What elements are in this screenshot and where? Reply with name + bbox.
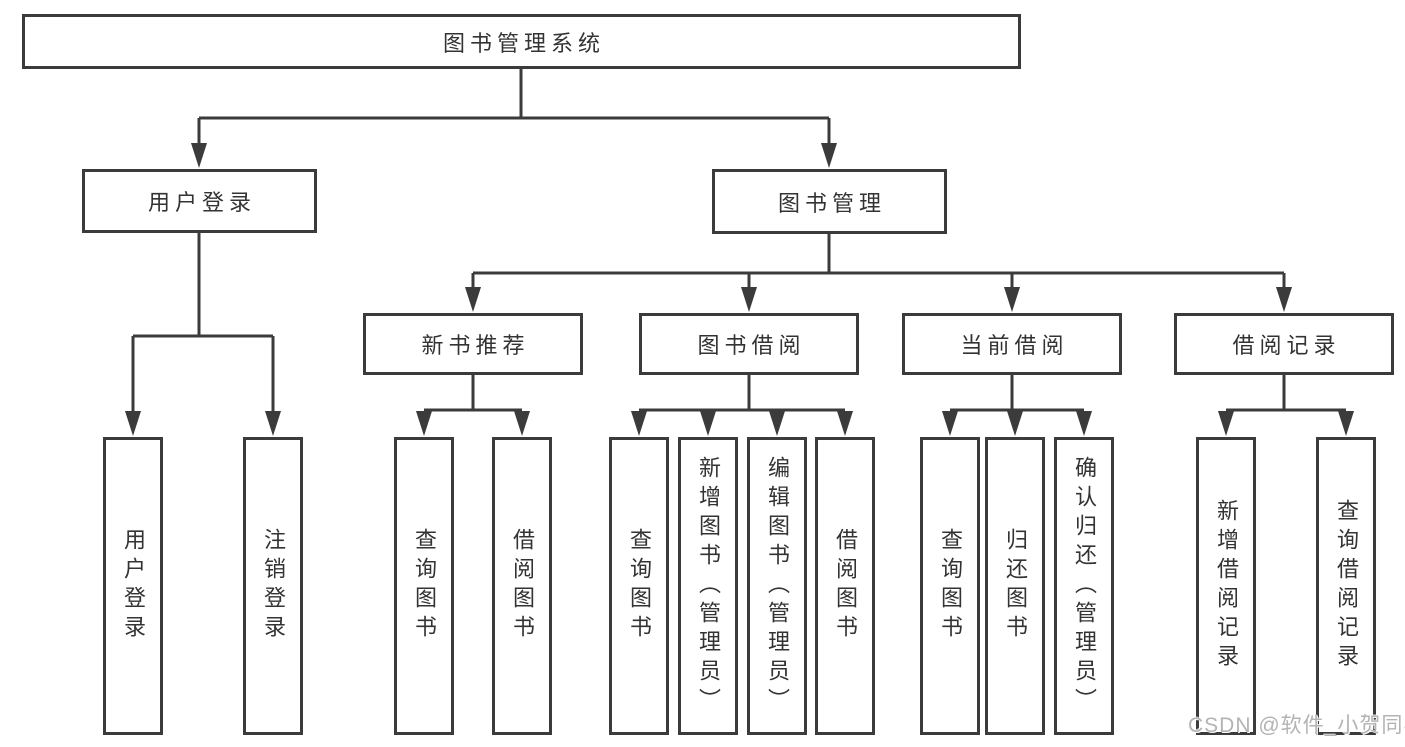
leaf-current-query-book: 查询图书 bbox=[920, 437, 980, 735]
leaf-borrowing-add-book-admin: 新增图书（管理员） bbox=[678, 437, 738, 735]
leaf-user-login: 用户登录 bbox=[103, 437, 163, 735]
node-label: 新书推荐 bbox=[421, 333, 530, 358]
leaf-records-add-record: 新增借阅记录 bbox=[1196, 437, 1256, 735]
node-label: 用户登录 bbox=[121, 528, 146, 644]
leaf-recommend-query-book: 查询图书 bbox=[394, 437, 454, 735]
node-label: 确认归还（管理员） bbox=[1072, 455, 1097, 717]
leaf-borrowing-borrow-book: 借阅图书 bbox=[815, 437, 875, 735]
leaf-current-return-book: 归还图书 bbox=[985, 437, 1045, 735]
leaf-records-query-record: 查询借阅记录 bbox=[1316, 437, 1376, 735]
node-label: 新增图书（管理员） bbox=[696, 455, 721, 717]
node-user-login: 用户登录 bbox=[82, 169, 317, 233]
node-borrowing-records: 借阅记录 bbox=[1174, 313, 1394, 375]
node-book-management: 图书管理 bbox=[712, 169, 947, 234]
node-label: 查询图书 bbox=[412, 528, 437, 644]
node-label: 查询图书 bbox=[627, 528, 652, 644]
node-label: 借阅记录 bbox=[1232, 333, 1341, 358]
node-label: 图书管理系统 bbox=[442, 30, 605, 56]
node-label: 当前借阅 bbox=[960, 333, 1069, 358]
node-new-book-recommendation: 新书推荐 bbox=[363, 313, 583, 375]
node-book-borrowing: 图书借阅 bbox=[639, 313, 859, 375]
arrowheads bbox=[125, 143, 1354, 436]
node-label: 用户登录 bbox=[147, 190, 256, 215]
leaf-recommend-borrow-book: 借阅图书 bbox=[492, 437, 552, 735]
node-label: 借阅图书 bbox=[833, 528, 858, 644]
node-label: 查询借阅记录 bbox=[1334, 499, 1359, 673]
csdn-watermark: CSDN @软件_小贺同学 bbox=[1188, 714, 1405, 737]
node-label: 新增借阅记录 bbox=[1214, 499, 1239, 673]
node-label: 归还图书 bbox=[1003, 528, 1028, 644]
leaf-borrowing-query-book: 查询图书 bbox=[609, 437, 669, 735]
leaf-current-confirm-return-admin: 确认归还（管理员） bbox=[1054, 437, 1114, 735]
node-label: 注销登录 bbox=[261, 528, 286, 644]
leaf-logout-login: 注销登录 bbox=[243, 437, 303, 735]
node-library-management-system: 图书管理系统 bbox=[22, 14, 1021, 69]
node-label: 查询图书 bbox=[938, 528, 963, 644]
node-label: 图书借阅 bbox=[697, 333, 806, 358]
node-label: 图书管理 bbox=[777, 190, 886, 216]
node-current-borrowing: 当前借阅 bbox=[902, 313, 1122, 375]
node-label: 借阅图书 bbox=[510, 528, 535, 644]
leaf-borrowing-edit-book-admin: 编辑图书（管理员） bbox=[747, 437, 807, 735]
node-label: 编辑图书（管理员） bbox=[765, 455, 790, 717]
